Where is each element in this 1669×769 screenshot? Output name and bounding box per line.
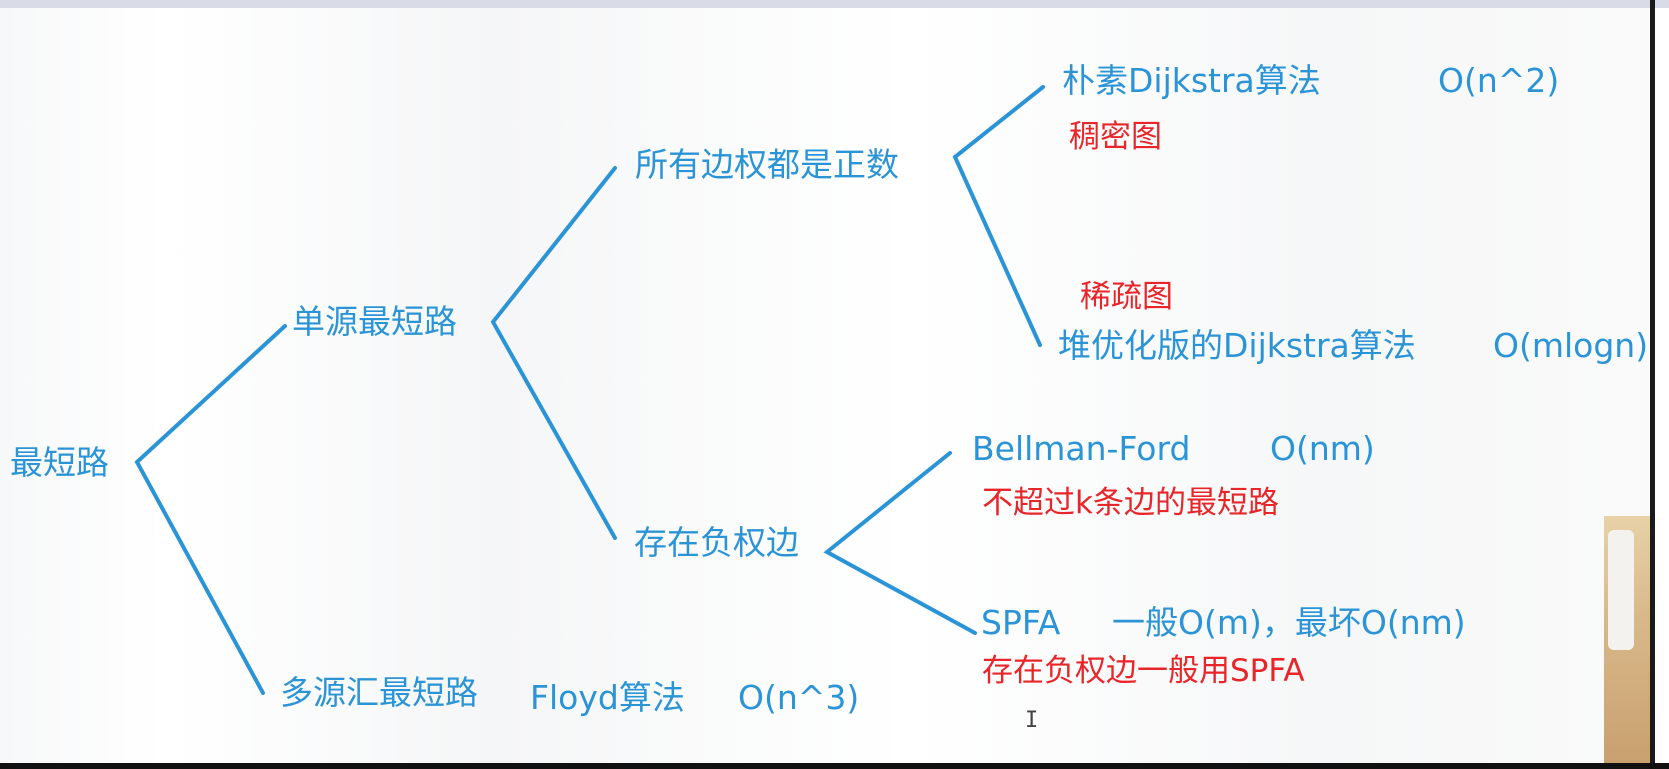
node-naive-dijkstra: 朴素Dijkstra算法 <box>1062 61 1321 100</box>
node-multi-source: 多源汇最短路 <box>280 673 478 712</box>
floyd-complexity: O(n^3) <box>738 678 860 717</box>
heap-dijkstra-note: 稀疏图 <box>1080 279 1173 315</box>
heap-dijkstra-complexity: O(mlogn) <box>1493 326 1649 365</box>
whiteboard <box>0 8 1650 763</box>
presenter-shirt <box>1608 530 1634 650</box>
node-bellman-ford: Bellman-Ford <box>972 429 1191 468</box>
node-all-positive: 所有边权都是正数 <box>635 145 899 184</box>
naive-dijkstra-note: 稠密图 <box>1069 119 1162 155</box>
window-right-edge <box>1650 0 1655 763</box>
text-cursor-icon: I <box>1025 708 1039 733</box>
node-spfa: SPFA <box>981 603 1061 642</box>
node-root: 最短路 <box>10 443 109 482</box>
node-heap-dijkstra: 堆优化版的Dijkstra算法 <box>1058 326 1416 365</box>
node-negative-edges: 存在负权边 <box>634 523 799 562</box>
bellman-ford-complexity: O(nm) <box>1270 429 1375 468</box>
node-single-source: 单源最短路 <box>292 302 457 341</box>
naive-dijkstra-complexity: O(n^2) <box>1438 61 1560 100</box>
node-floyd: Floyd算法 <box>530 678 685 717</box>
window-bottom-bar <box>0 763 1669 769</box>
spfa-note: 存在负权边一般用SPFA <box>982 653 1305 689</box>
window-top-bar <box>0 0 1669 8</box>
edge-negative-branches <box>823 451 977 635</box>
edge-positive-branches <box>952 85 1045 347</box>
bellman-ford-note: 不超过k条边的最短路 <box>982 485 1279 521</box>
edge-single-source-branches <box>490 166 617 540</box>
edge-root-branches <box>134 324 287 695</box>
spfa-complexity: 一般O(m)，最坏O(nm) <box>1112 603 1466 642</box>
